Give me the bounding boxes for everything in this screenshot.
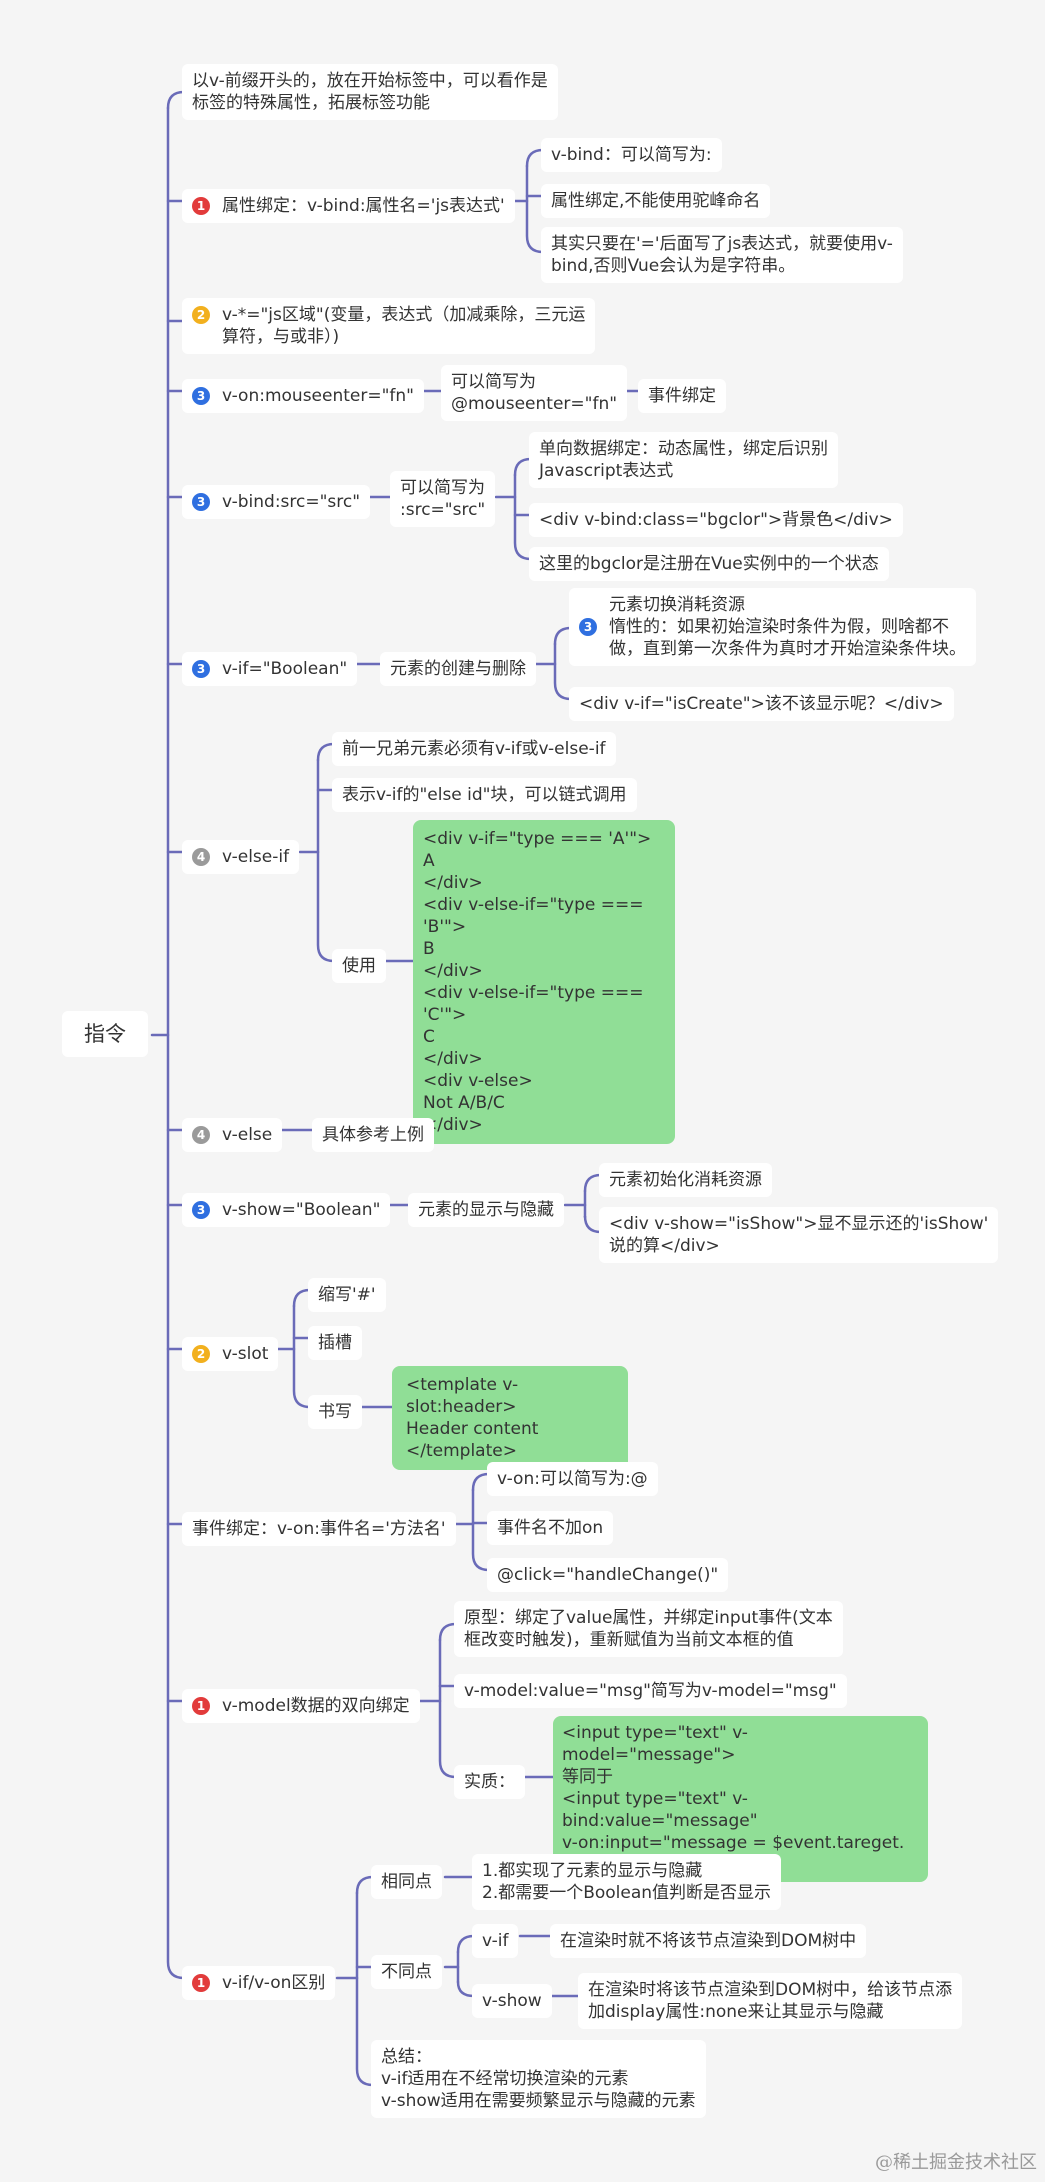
priority-1-icon: 1: [192, 197, 210, 215]
vif-child-2[interactable]: <div v-if="isCreate">该不该显示呢？</div>: [569, 687, 954, 721]
priority-1-icon: 1: [192, 1697, 210, 1715]
vifvon-diff-vshow[interactable]: v-show: [472, 1984, 552, 2018]
priority-1-icon: 1: [192, 1974, 210, 1992]
vifvon-diff-vif[interactable]: v-if: [472, 1924, 519, 1958]
velseif-child-2[interactable]: 表示v-if的"else id"块，可以链式调用: [332, 778, 637, 812]
velseif-child-1[interactable]: 前一兄弟元素必须有v-if或v-else-if: [332, 732, 616, 766]
priority-4-icon: 4: [192, 1126, 210, 1144]
von-desc[interactable]: 事件绑定: [638, 379, 726, 413]
node-event[interactable]: 事件绑定：v-on:事件名='方法名': [182, 1512, 456, 1546]
vslot-child-2[interactable]: 插槽: [308, 1326, 362, 1360]
vbindsrc-child-2[interactable]: <div v-bind:class="bgclor">背景色</div>: [529, 503, 903, 537]
priority-3-icon: 3: [192, 1201, 210, 1219]
vslot-label: v-slot: [222, 1344, 269, 1364]
vifvon-same-text[interactable]: 1.都实现了元素的显示与隐藏 2.都需要一个Boolean值判断是否显示: [472, 1854, 782, 1910]
vslot-code-block: <template v-slot:header> Header content …: [392, 1366, 628, 1470]
event-child-3[interactable]: @click="handleChange()": [487, 1558, 729, 1592]
vifvon-diff-vshow-text[interactable]: 在渲染时将该节点渲染到DOM树中，给该节点添 加display属性:none来让…: [578, 1973, 963, 2029]
vslot-child-3[interactable]: 书写: [308, 1395, 362, 1429]
intro-text: 以v-前缀开头的，放在开始标签中，可以看作是 标签的特殊属性，拓展标签功能: [192, 71, 548, 113]
node-vifvon[interactable]: 1 v-if/v-on区别: [182, 1966, 336, 2000]
vifvon-same[interactable]: 相同点: [371, 1865, 442, 1899]
vif-label: v-if="Boolean": [222, 659, 348, 679]
vbind-child-1[interactable]: v-bind：可以简写为:: [541, 138, 722, 172]
vshow-child-1[interactable]: 元素初始化消耗资源: [599, 1163, 772, 1197]
vbind-child-2[interactable]: 属性绑定,不能使用驼峰命名: [541, 184, 771, 218]
vifvon-summary[interactable]: 总结： v-if适用在不经常切换渲染的元素 v-show适用在需要频繁显示与隐藏…: [371, 2040, 706, 2118]
root-node[interactable]: 指令: [62, 1011, 148, 1057]
node-velseif[interactable]: 4 v-else-if: [182, 840, 300, 874]
vmodel-child-3[interactable]: 实质：: [454, 1765, 525, 1799]
watermark: @稀土掘金技术社区: [875, 2152, 1037, 2173]
priority-3-icon: 3: [192, 660, 210, 678]
vshow-label: v-show="Boolean": [222, 1200, 381, 1220]
velse-desc[interactable]: 具体参考上例: [312, 1118, 434, 1152]
node-intro[interactable]: 以v-前缀开头的，放在开始标签中，可以看作是 标签的特殊属性，拓展标签功能: [182, 64, 558, 120]
node-vslot[interactable]: 2 v-slot: [182, 1337, 279, 1371]
node-vshow[interactable]: 3 v-show="Boolean": [182, 1193, 391, 1227]
vif-desc[interactable]: 元素的创建与删除: [380, 652, 536, 686]
event-child-1[interactable]: v-on:可以简写为:@: [487, 1462, 658, 1496]
vifvon-diff[interactable]: 不同点: [371, 1955, 442, 1989]
vmodel-child-2[interactable]: v-model:value="msg"简写为v-model="msg": [454, 1674, 847, 1708]
priority-3-icon: 3: [579, 618, 597, 636]
vshow-child-2[interactable]: <div v-show="isShow">显不显示还的'isShow' 说的算<…: [599, 1207, 999, 1263]
priority-3-icon: 3: [192, 387, 210, 405]
node-von[interactable]: 3 v-on:mouseenter="fn": [182, 379, 424, 413]
von-short[interactable]: 可以简写为 @mouseenter="fn": [441, 365, 628, 421]
vif-child-1[interactable]: 3 元素切换消耗资源 惰性的：如果初始渲染时条件为假，则啥都不 做，直到第一次条…: [569, 588, 976, 666]
priority-2-icon: 2: [192, 306, 210, 324]
vbind-label: 属性绑定：v-bind:属性名='js表达式': [222, 196, 505, 216]
vifvon-diff-vif-text[interactable]: 在渲染时就不将该节点渲染到DOM树中: [550, 1924, 867, 1958]
node-vbind[interactable]: 1 属性绑定：v-bind:属性名='js表达式': [182, 189, 515, 223]
vbindsrc-label: v-bind:src="src": [222, 492, 361, 512]
event-child-2[interactable]: 事件名不加on: [487, 1511, 614, 1545]
velseif-code-block: <div v-if="type === 'A'"> A </div> <div …: [413, 820, 675, 1144]
node-velse[interactable]: 4 v-else: [182, 1118, 283, 1152]
priority-2-icon: 2: [192, 1345, 210, 1363]
vbindsrc-child-1[interactable]: 单向数据绑定：动态属性，绑定后识别 Javascript表达式: [529, 432, 838, 488]
node-vmodel[interactable]: 1 v-model数据的双向绑定: [182, 1689, 420, 1723]
vmodel-child-1[interactable]: 原型：绑定了value属性，并绑定input事件(文本 框改变时触发)，重新赋值…: [454, 1601, 843, 1657]
root-label: 指令: [84, 1022, 126, 1046]
node-vif[interactable]: 3 v-if="Boolean": [182, 652, 358, 686]
vslot-child-1[interactable]: 缩写'#': [308, 1278, 386, 1312]
velseif-child-3[interactable]: 使用: [332, 949, 386, 983]
vmodel-label: v-model数据的双向绑定: [222, 1696, 410, 1716]
velseif-label: v-else-if: [222, 847, 290, 867]
vstar-label: v-*="js区域"(变量，表达式（加减乘除，三元运 算符，与或非）): [222, 305, 586, 347]
vbindsrc-short[interactable]: 可以简写为 :src="src": [390, 471, 496, 527]
priority-3-icon: 3: [192, 493, 210, 511]
vifvon-label: v-if/v-on区别: [222, 1973, 326, 1993]
node-vstar[interactable]: 2 v-*="js区域"(变量，表达式（加减乘除，三元运 算符，与或非）): [182, 298, 596, 354]
vbind-child-3[interactable]: 其实只要在'='后面写了js表达式，就要使用v- bind,否则Vue会认为是字…: [541, 227, 903, 283]
event-label: 事件绑定：v-on:事件名='方法名': [192, 1519, 446, 1539]
priority-4-icon: 4: [192, 848, 210, 866]
vbindsrc-child-3[interactable]: 这里的bgclor是注册在Vue实例中的一个状态: [529, 547, 889, 581]
von-label: v-on:mouseenter="fn": [222, 386, 414, 406]
node-vbindsrc[interactable]: 3 v-bind:src="src": [182, 485, 371, 519]
vshow-desc[interactable]: 元素的显示与隐藏: [408, 1193, 564, 1227]
velse-label: v-else: [222, 1125, 273, 1145]
